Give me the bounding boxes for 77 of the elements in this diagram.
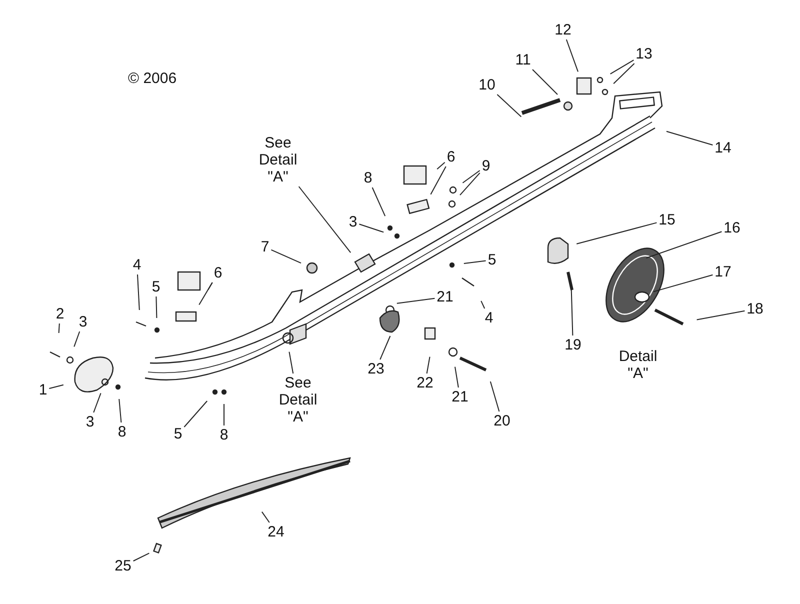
callout-number: 3 [86,414,94,430]
callout-number: 21 [452,388,468,406]
leader-line [436,162,446,170]
callout-number: 19 [564,336,582,354]
leader-line [261,511,270,523]
leader-line [380,336,391,360]
leader-line [666,130,714,146]
leader-line [74,331,80,348]
leader-line [137,274,140,310]
callout-number: 16 [724,220,740,236]
callout-number: 3 [78,314,88,330]
callout-number: 23 [368,360,384,378]
leader-line [93,392,102,413]
leader-line [298,186,352,254]
callout-note: See Detail "A" [252,134,304,186]
callout-number: 21 [436,288,454,306]
leader-line [454,366,459,388]
leader-line [118,398,122,423]
leader-line [358,224,384,233]
callout-number: 4 [132,256,142,274]
callout-number: 8 [220,426,228,444]
leader-line [184,400,208,428]
leader-line [646,231,722,258]
callout-number: 22 [416,374,434,392]
leader-line [372,187,386,217]
leader-line [532,69,558,95]
leader-line [480,300,486,309]
callout-number: 13 [636,46,652,62]
callout-number: 8 [364,170,372,186]
callout-number: 17 [714,264,732,280]
callout-number: 11 [515,52,531,68]
callout-number: 7 [260,238,270,256]
leader-line [610,60,634,74]
callout-number: 24 [268,524,284,540]
callout-note: See Detail "A" [272,374,324,426]
leader-line [490,381,500,412]
callout-number: 1 [38,382,48,398]
leader-line [198,282,213,306]
leader-line [48,384,64,389]
copyright-notice: © 2006 [128,70,178,87]
callout-number: 12 [554,22,572,38]
leader-line [132,552,150,562]
leader-line [463,260,486,264]
callout-number: 8 [118,424,126,440]
callout-number: 6 [446,148,456,166]
callout-number: 3 [348,214,358,230]
leader-line [696,310,746,320]
leader-line [156,296,158,318]
leader-line [566,39,578,72]
leader-line [430,166,446,195]
leader-line [576,222,658,244]
callout-number: 5 [174,426,182,442]
callout-number: 4 [484,310,494,326]
leader-line [208,282,213,290]
leader-line [58,323,60,334]
callout-number: 20 [494,412,510,430]
leader-line [613,63,635,84]
callout-number: 9 [482,158,490,174]
callout-number: 15 [658,212,676,228]
leader-line [460,172,480,196]
leader-line [270,249,302,264]
leader-line [570,288,574,336]
leader-line [653,274,714,292]
callout-number: 18 [746,300,764,318]
leader-line [496,94,522,118]
leader-line [462,170,480,184]
callout-number: 5 [152,278,160,296]
callout-number: 25 [114,558,132,574]
callout-number: 14 [714,140,732,156]
leader-line [288,351,294,374]
callout-number: 6 [214,264,222,282]
leader-line [396,298,436,304]
leader-line [426,356,430,374]
callout-number: 2 [56,306,64,322]
callout-number: 10 [478,76,496,94]
callout-number: 5 [488,252,496,268]
detail-label: Detail "A" [618,348,658,382]
